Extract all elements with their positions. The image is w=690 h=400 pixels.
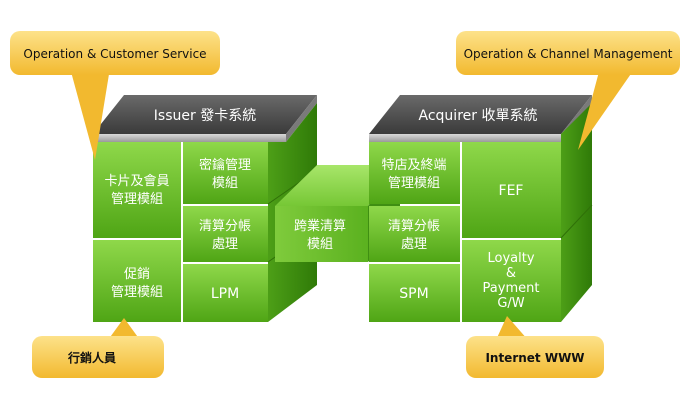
callout-top-right: Operation & Channel Management <box>456 31 680 150</box>
issuer-lpm-cell <box>183 264 268 322</box>
acquirer-loyalty-label-2: & <box>506 266 516 281</box>
bridge-label-1: 跨業清算 <box>294 218 346 234</box>
bridge-front-face <box>275 206 368 262</box>
acquirer-merchant-label-1: 特店及終端 <box>381 157 446 173</box>
acquirer-side-face <box>561 103 592 322</box>
issuer-header-title: Issuer 發卡系統 <box>154 108 256 124</box>
acquirer-merchant-cell <box>369 142 460 204</box>
acquirer-loyalty-label-1: Loyalty <box>487 251 534 266</box>
callout-bottom-left-text: 行銷人員 <box>67 350 116 365</box>
acquirer-merchant-label-2: 管理模組 <box>388 176 440 191</box>
acquirer-loyalty-cell <box>462 240 561 322</box>
issuer-promo-label-1: 促銷 <box>124 266 150 282</box>
issuer-card-member-label-2: 管理模組 <box>111 192 163 207</box>
issuer-block: Issuer 發卡系統 卡片及會員 管理模組 促銷 管理模組 密鑰管理 模組 清… <box>93 95 318 322</box>
acquirer-header-title: Acquirer 收單系統 <box>419 108 538 124</box>
acquirer-header-slab <box>369 95 592 134</box>
issuer-promo-cell <box>93 240 181 322</box>
acquirer-spm-cell <box>369 264 460 322</box>
acquirer-header-edge <box>369 134 561 142</box>
acquirer-block: Acquirer 收單系統 特店及終端 管理模組 清算分帳 處理 SPM FEF… <box>369 95 593 322</box>
issuer-key-label-1: 密鑰管理 <box>199 157 251 173</box>
issuer-clearing-cell <box>183 206 268 262</box>
issuer-key-cell <box>183 142 268 204</box>
callout-top-left: Operation & Customer Service <box>10 31 220 160</box>
acquirer-fef-cell <box>462 142 561 238</box>
acquirer-fef-label: FEF <box>499 183 524 199</box>
issuer-promo-label-2: 管理模組 <box>111 285 163 300</box>
acquirer-clearing-label-2: 處理 <box>401 237 427 252</box>
bridge-label-2: 模組 <box>307 237 333 252</box>
callout-bottom-right-text: Internet WWW <box>485 351 584 365</box>
issuer-clearing-label-1: 清算分帳 <box>199 219 251 234</box>
callout-bottom-left: 行銷人員 <box>32 318 164 378</box>
acquirer-loyalty-label-4: G/W <box>497 296 524 311</box>
issuer-clearing-label-2: 處理 <box>212 237 238 252</box>
issuer-card-member-label-1: 卡片及會員 <box>104 174 169 189</box>
bridge-top-face <box>275 165 400 206</box>
issuer-header-edge <box>93 134 286 142</box>
acquirer-spm-label: SPM <box>399 286 428 302</box>
callout-top-right-text: Operation & Channel Management <box>464 47 673 61</box>
acquirer-clearing-label-1: 清算分帳 <box>388 219 440 234</box>
acquirer-clearing-cell <box>369 206 460 262</box>
issuer-key-label-2: 模組 <box>212 176 238 191</box>
acquirer-loyalty-label-3: Payment <box>483 281 540 296</box>
callout-top-left-text: Operation & Customer Service <box>23 47 206 61</box>
callout-bottom-right: Internet WWW <box>466 316 604 378</box>
issuer-lpm-label: LPM <box>211 286 239 302</box>
issuer-card-member-cell <box>93 142 181 238</box>
issuer-header-slab <box>93 95 317 134</box>
